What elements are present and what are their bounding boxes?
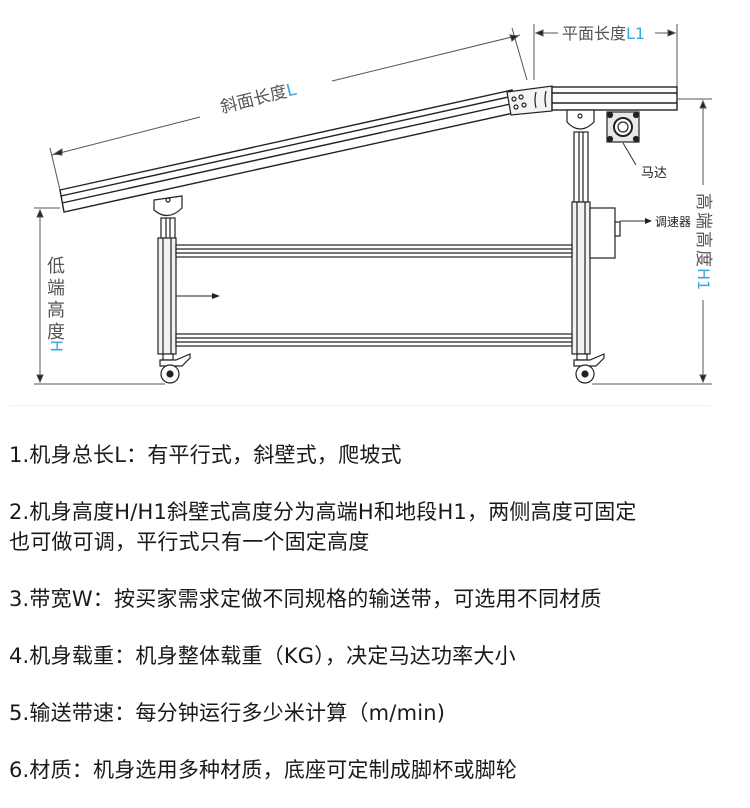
cross-bars [175, 244, 573, 347]
svg-text:高: 高 [693, 193, 713, 210]
spec-list: 1.机身总长L：有平行式，斜壁式，爬坡式 2.机身高度H/H1斜壁式高度分为高端… [9, 430, 749, 785]
spec-item-continuation: 也可做可调，平行式只有一个固定高度 [9, 530, 370, 554]
section-divider [10, 405, 710, 406]
svg-text:度: 度 [47, 322, 65, 343]
motor-label: 马达 [641, 166, 667, 181]
conveyor-diagram: 斜面长度L 平面长度L1 [34, 24, 713, 385]
direction-arrow [176, 293, 220, 299]
left-leg [153, 195, 191, 384]
high-height-label: 高 端 高 度 H1 [693, 193, 713, 290]
flat-rail [551, 86, 678, 111]
spec-item: 6.材质：机身选用多种材质，底座可定制成脚杯或脚轮 [9, 758, 518, 782]
low-height-dimension [34, 207, 165, 385]
svg-text:H1: H1 [694, 268, 713, 290]
flat-length-label: 平面长度L1 [562, 24, 645, 43]
svg-text:端: 端 [693, 212, 713, 229]
motor-icon [606, 111, 640, 143]
slope-length-dimension [49, 27, 528, 191]
incline-rail [59, 89, 519, 213]
svg-text:高: 高 [47, 300, 65, 321]
spec-item: 2.机身高度H/H1斜壁式高度分为高端H和地段H1，两侧高度可固定 [9, 500, 637, 524]
spec-item: 5.输送带速：每分钟运行多少米计算（m/min) [9, 701, 446, 725]
slope-length-label: 斜面长度L [218, 80, 299, 118]
high-height-dimension [592, 98, 712, 385]
joint-plate [506, 85, 553, 116]
low-height-label: 低 端 高 度 H [47, 256, 66, 352]
svg-text:H: H [47, 340, 66, 352]
speed-controller-icon [589, 207, 621, 259]
speed-controller-label: 调速器 [655, 215, 691, 229]
svg-text:低: 低 [47, 256, 65, 277]
svg-text:端: 端 [47, 278, 65, 299]
spec-item: 4.机身载重：机身整体载重（KG），决定马达功率大小 [9, 644, 516, 668]
flat-length-dimension [533, 24, 678, 88]
spec-item: 1.机身总长L：有平行式，斜壁式，爬坡式 [9, 443, 402, 467]
svg-text:高: 高 [693, 231, 713, 248]
svg-text:度: 度 [693, 250, 713, 267]
right-leg [566, 109, 605, 384]
spec-item: 3.带宽W：按买家需求定做不同规格的输送带，可选用不同材质 [9, 587, 602, 611]
